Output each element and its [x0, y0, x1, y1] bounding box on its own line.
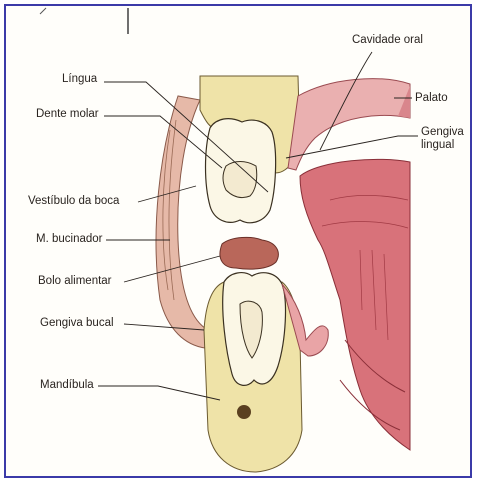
label-gengiva-lingual-line2: lingual	[421, 139, 454, 152]
label-vestibulo-da-boca: Vestíbulo da boca	[28, 195, 119, 208]
label-bolo-alimentar: Bolo alimentar	[38, 275, 112, 288]
mandibular-canal	[237, 405, 251, 419]
label-dente-molar: Dente molar	[36, 108, 99, 121]
tongue-body	[300, 159, 410, 450]
scribble-mark	[40, 8, 46, 14]
label-cavidade-oral: Cavidade oral	[352, 34, 423, 47]
label-m-bucinador: M. bucinador	[36, 233, 102, 246]
label-gengiva-bucal: Gengiva bucal	[40, 317, 114, 330]
label-palato: Palato	[415, 92, 448, 105]
label-lingua: Língua	[62, 73, 97, 86]
label-gengiva-lingual-line1: Gengiva	[421, 126, 464, 139]
label-mandibula: Mandíbula	[40, 379, 94, 392]
cheek-tissue	[156, 96, 208, 348]
food-bolus	[220, 237, 278, 269]
leader-mandibula	[98, 386, 220, 400]
